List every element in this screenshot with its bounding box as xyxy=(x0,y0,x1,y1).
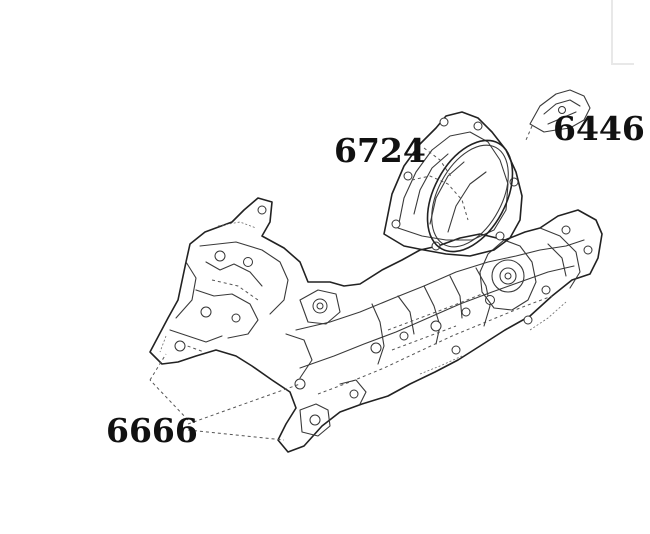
leader-lines-6666 xyxy=(149,353,301,441)
part-label-6666: 6666 xyxy=(106,411,198,450)
frame-edge xyxy=(611,0,634,65)
clutch-cover-assembly xyxy=(383,111,523,257)
part-label-6724: 6724 xyxy=(334,131,426,170)
crankcase-housing xyxy=(149,197,603,453)
part-label-6446: 6446 xyxy=(553,109,645,148)
small-fitting xyxy=(525,89,591,141)
